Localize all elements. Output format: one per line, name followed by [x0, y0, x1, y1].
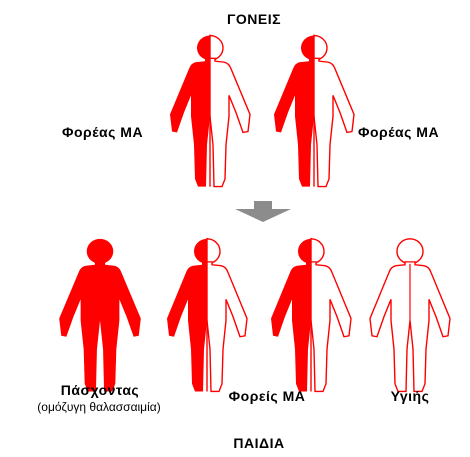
child-carrier-figure-2 [271, 238, 351, 392]
parent-carrier-figure-2 [274, 35, 354, 187]
parent-label-1: Φορέας ΜΑ [62, 124, 172, 140]
parents-heading: ΓΟΝΕΙΣ [214, 11, 294, 27]
child-label-affected: Πάσχοντας [40, 382, 160, 398]
child-sublabel-affected: (ομόζυγη θαλασσαιμία) [14, 400, 184, 414]
children-heading: ΠΑΙΔΙΑ [219, 435, 299, 451]
child-label-carriers: Φορείς ΜΑ [212, 388, 322, 404]
child-label-healthy: Υγιής [365, 388, 455, 404]
parent-carrier-figure-1 [170, 35, 250, 187]
child-healthy-figure [370, 239, 450, 392]
child-carrier-figure-1 [167, 238, 247, 392]
parent-label-2: Φορέας ΜΑ [358, 124, 468, 140]
down-arrow-icon [235, 201, 291, 222]
child-affected-figure [59, 239, 141, 392]
